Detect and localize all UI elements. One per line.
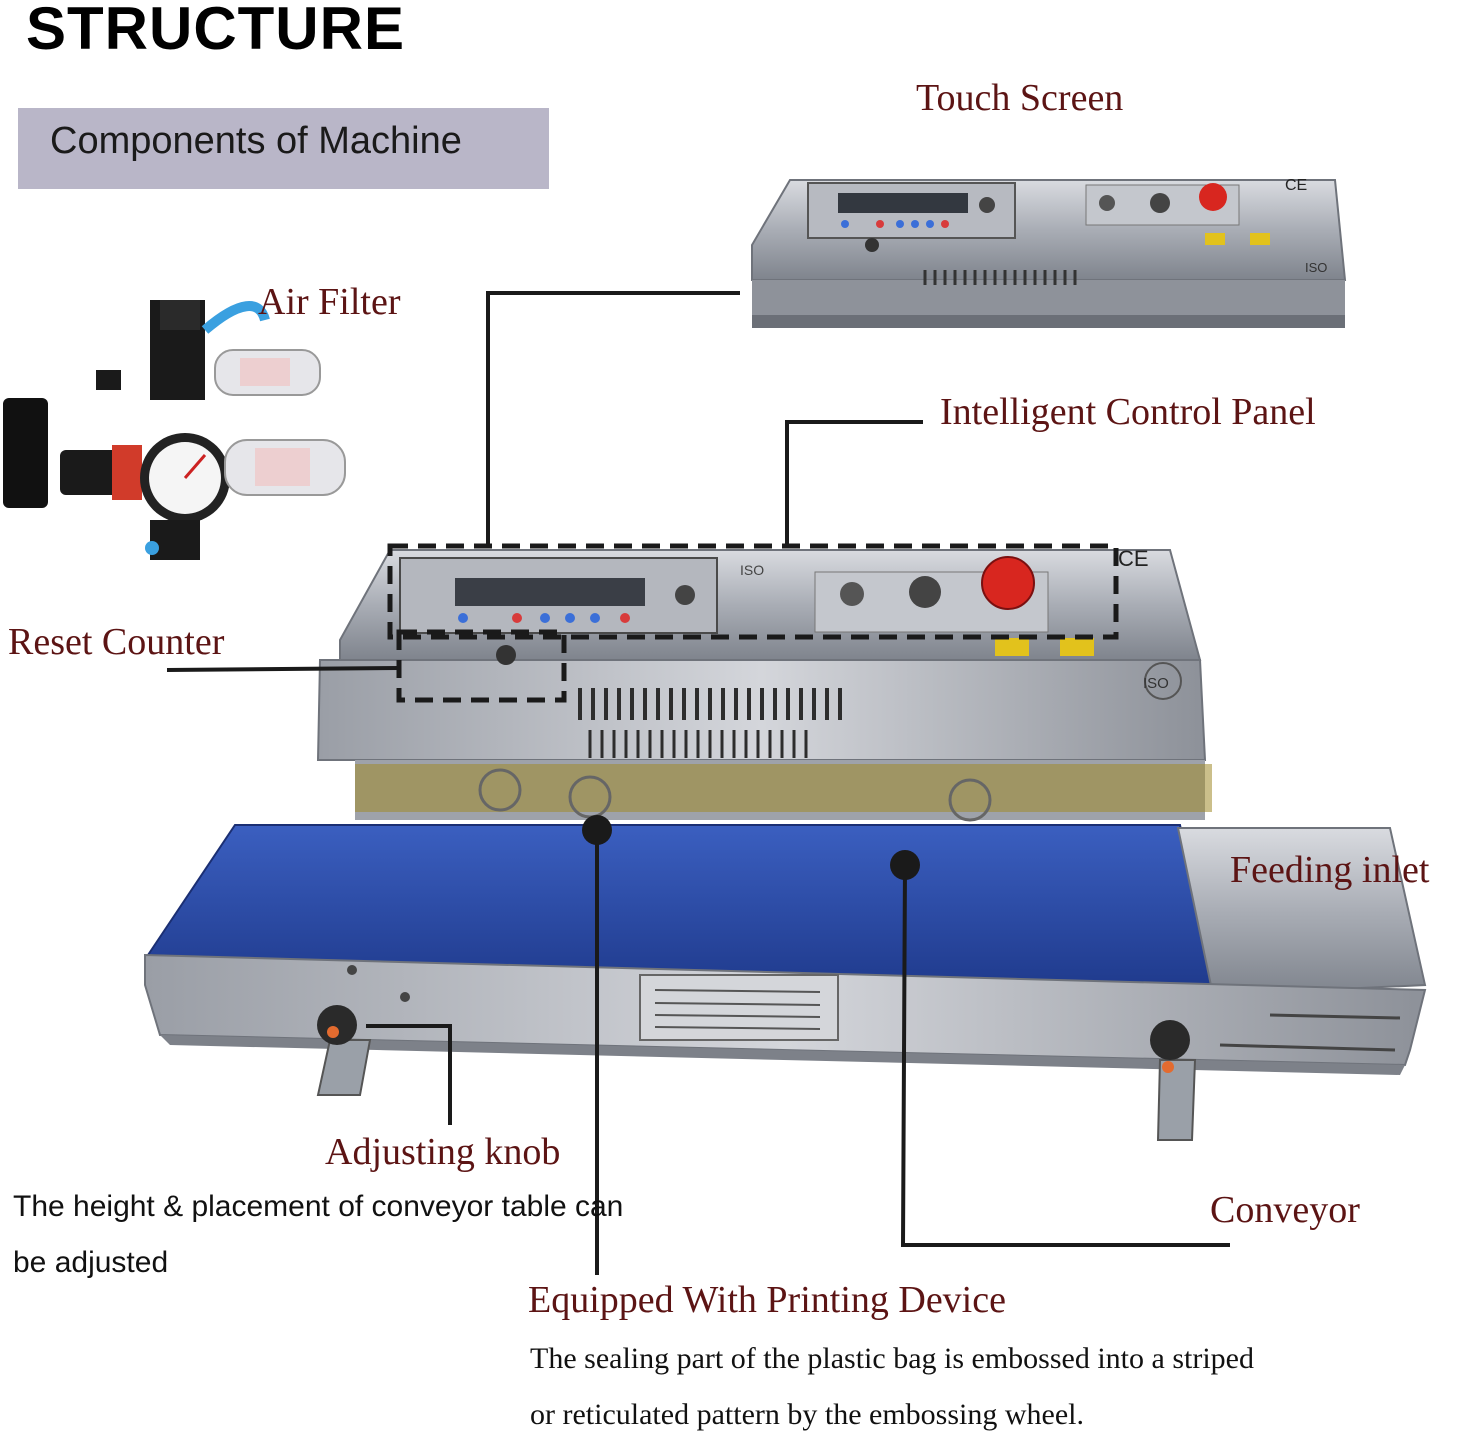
subtitle-box [18,108,549,189]
machine-head [316,549,1212,822]
label-touch-screen: Touch Screen [916,77,1124,119]
label-adjusting-knob: Adjusting knob [325,1131,561,1173]
conveyor-table [144,824,1427,1141]
label-conveyor: Conveyor [1210,1189,1360,1231]
printing-device-description-line2: or reticulated pattern by the embossing … [530,1398,1084,1431]
iso-mark-small: ISO [1305,260,1327,275]
adjusting-knob-description-line1: The height & placement of conveyor table… [13,1190,624,1223]
label-reset-counter: Reset Counter [8,621,225,663]
adjusting-knob-description-line2: be adjusted [13,1246,169,1279]
iso-mark-panel: ISO [740,562,764,578]
label-printing-device: Equipped With Printing Device [528,1279,1006,1321]
air-filter-unit [3,300,346,560]
page-title: STRUCTURE [26,0,405,62]
subtitle: Components of Machine [50,120,462,162]
ce-mark-small: CE [1285,177,1307,194]
control-panel-highlight-box [387,543,1119,640]
printing-device-pointer-dot [582,815,612,845]
conveyor-pointer-dot [890,850,920,880]
sealing-band-highlight [355,764,1212,812]
ce-mark: CE [1118,546,1149,571]
label-air-filter: Air Filter [258,281,401,323]
label-intelligent-control-panel: Intelligent Control Panel [940,391,1316,433]
touch-screen-inset [751,179,1347,328]
leader-lines [166,291,1230,1275]
label-feeding-inlet: Feeding inlet [1230,849,1430,891]
printing-device-description-line1: The sealing part of the plastic bag is e… [530,1342,1254,1375]
reset-counter-highlight-box [396,629,567,703]
iso-mark: ISO [1143,675,1169,692]
